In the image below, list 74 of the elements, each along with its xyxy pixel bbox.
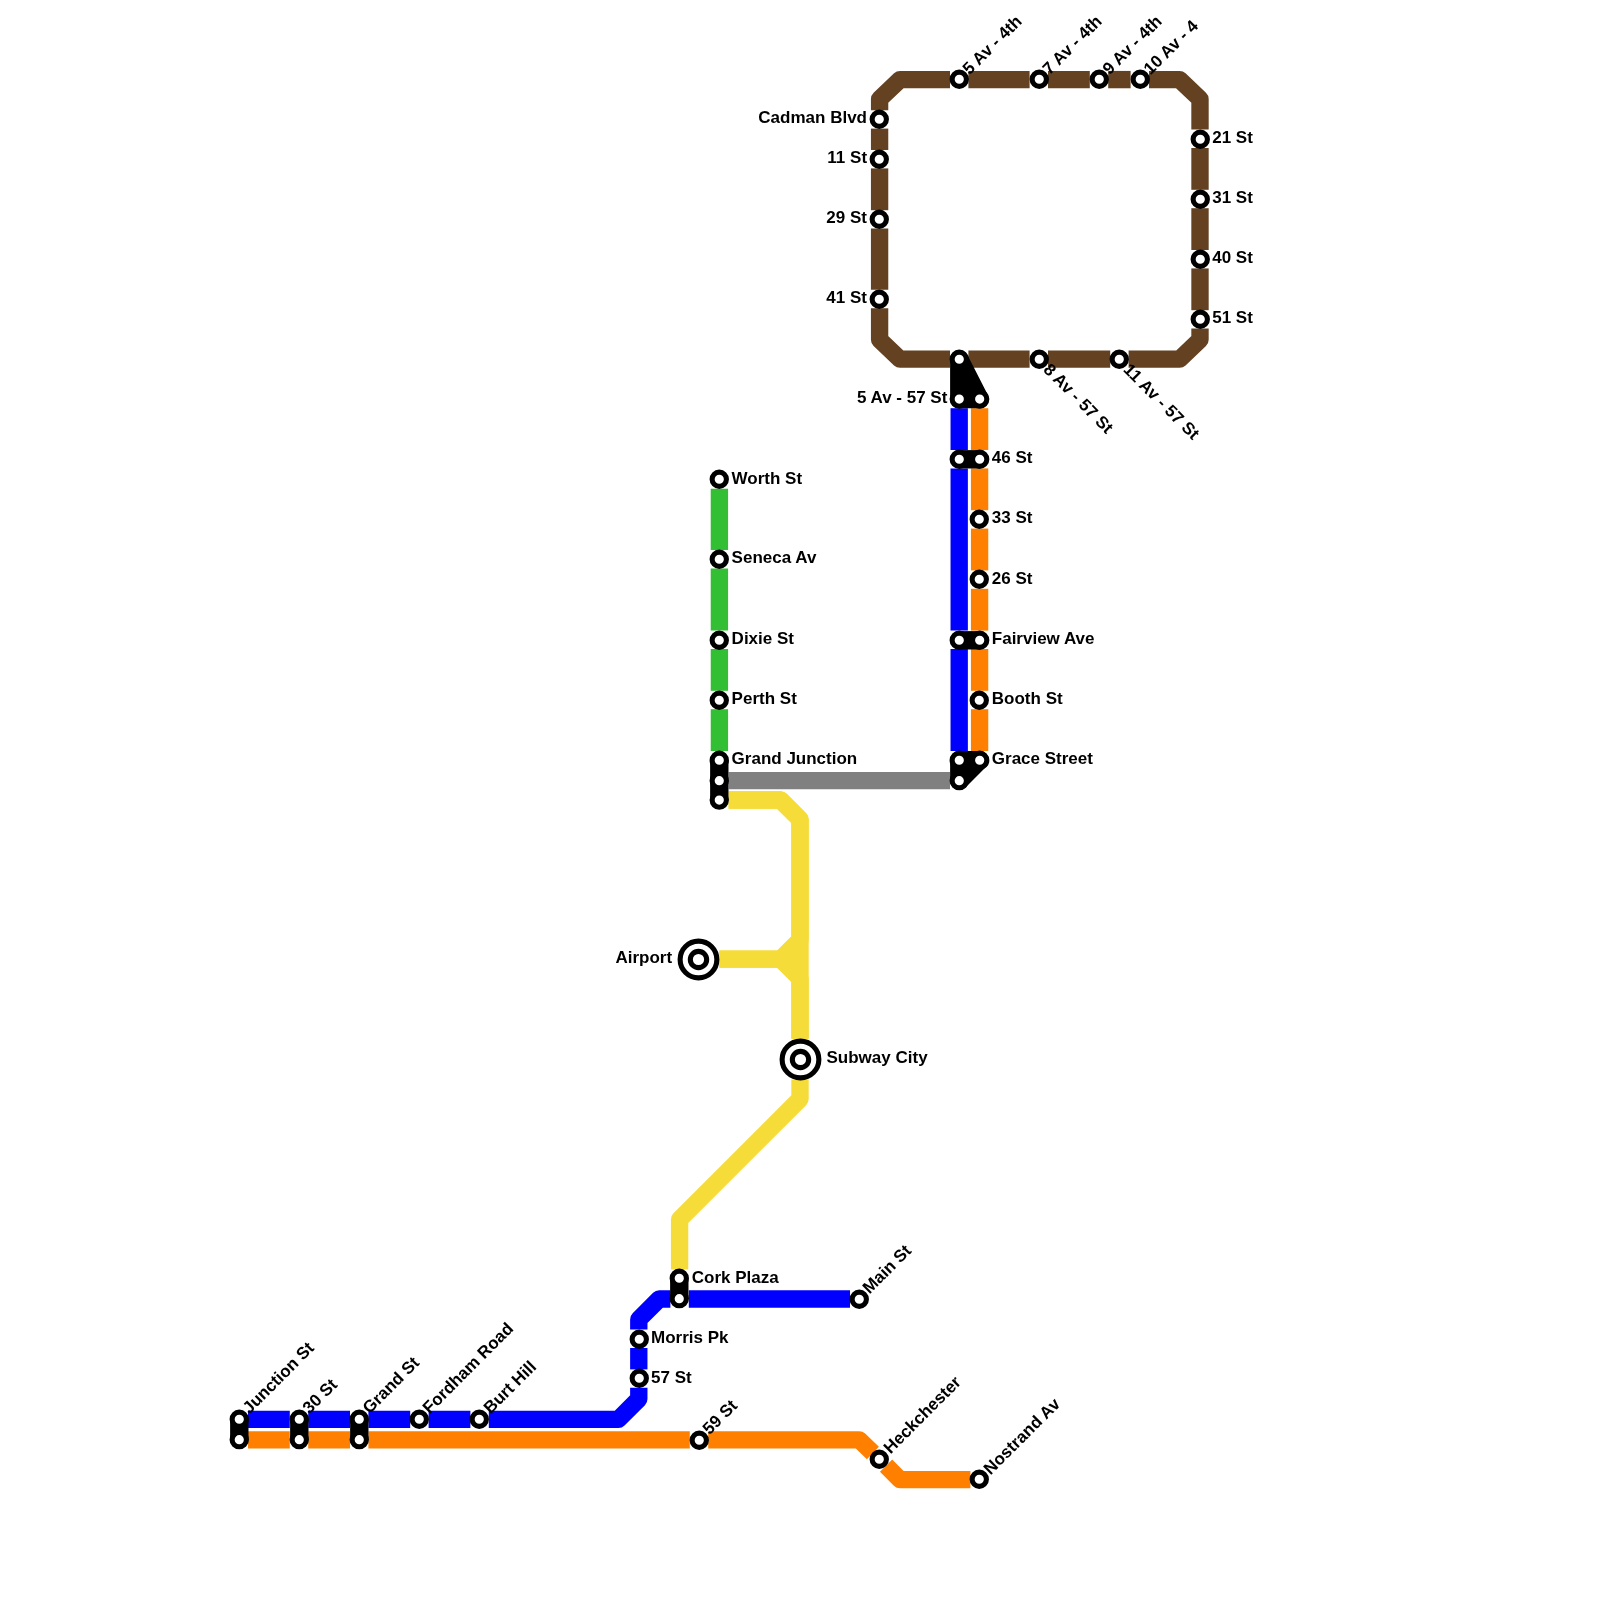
route-line (368, 1410, 411, 1429)
route-line (879, 1459, 971, 1489)
route-line (968, 350, 1030, 368)
station-name: 5 Av - 57 St (856, 387, 948, 408)
station-name: Perth St (731, 689, 797, 709)
station-name: Subway City (826, 1048, 928, 1069)
route-line (670, 1079, 809, 1270)
station-name: Dixie St (731, 628, 794, 649)
route-line (968, 70, 1030, 89)
station-name: Grace Street (991, 749, 1093, 770)
route-line (950, 468, 968, 631)
station-name: 11 St (827, 148, 868, 169)
route-line (488, 1387, 648, 1429)
station-name: 8 Av - 57 St (1038, 360, 1117, 439)
route-line (870, 70, 950, 111)
route-line (970, 709, 989, 751)
station-name: 30 St (298, 1375, 342, 1419)
route-line (870, 228, 889, 290)
station-name: Fairview Ave (991, 628, 1095, 649)
station-name: 33 St (991, 508, 1033, 529)
station-name: 51 St (1212, 308, 1253, 329)
route-line (710, 709, 729, 751)
route-line (870, 168, 889, 211)
route-line (728, 771, 950, 790)
station-name: 29 St (826, 208, 867, 229)
station-name: 21 St (1212, 127, 1253, 148)
route-line (1149, 70, 1209, 130)
station-name: Airport (615, 948, 673, 969)
route-line (950, 408, 968, 450)
route-line (1128, 328, 1209, 368)
route-line (1191, 208, 1209, 250)
route-line (970, 528, 989, 571)
station-name: 5 Av - 4th (959, 11, 1027, 79)
route-line (1108, 70, 1131, 89)
route-line (308, 1410, 350, 1429)
route-line (970, 408, 989, 450)
station-name: 26 St (991, 568, 1033, 589)
station-name: Seneca Av (731, 548, 817, 569)
route-line (1191, 268, 1209, 311)
route-line (428, 1410, 471, 1429)
station-name: 31 St (1212, 187, 1253, 208)
route-line (630, 1348, 648, 1370)
station-name: Cadman Blvd (758, 108, 867, 129)
route-line (710, 649, 729, 691)
route-line (870, 308, 950, 368)
route-line (308, 1431, 350, 1449)
route-line (950, 649, 968, 751)
route-line (630, 1290, 671, 1330)
station-name: Cork Plaza (691, 1267, 779, 1288)
route-line (970, 649, 989, 691)
station-name: 41 St (826, 287, 867, 308)
station-name: Grand Junction (731, 749, 858, 770)
station-name: 11 Av - 57 St (1119, 360, 1204, 445)
route-line (1048, 350, 1111, 368)
station-name: 59 St (698, 1395, 742, 1439)
route-line (970, 588, 989, 631)
route-line (708, 1431, 879, 1460)
station-name: Booth St (991, 689, 1063, 709)
station-name: 40 St (1212, 248, 1253, 269)
route-line (1048, 70, 1090, 89)
route-line (248, 1410, 290, 1429)
route-line (970, 468, 989, 511)
route-line (719, 950, 809, 1039)
route-line (710, 568, 729, 631)
route-line (688, 1290, 850, 1308)
route-line (710, 488, 729, 550)
route-line (870, 128, 889, 150)
station-name: 46 St (991, 448, 1033, 469)
route-line (368, 1431, 690, 1449)
station-name: Worth St (731, 468, 803, 489)
route-line (1191, 148, 1209, 190)
route-line (248, 1431, 290, 1449)
station-name: 57 St (651, 1367, 692, 1388)
station-name: Morris Pk (651, 1327, 729, 1348)
